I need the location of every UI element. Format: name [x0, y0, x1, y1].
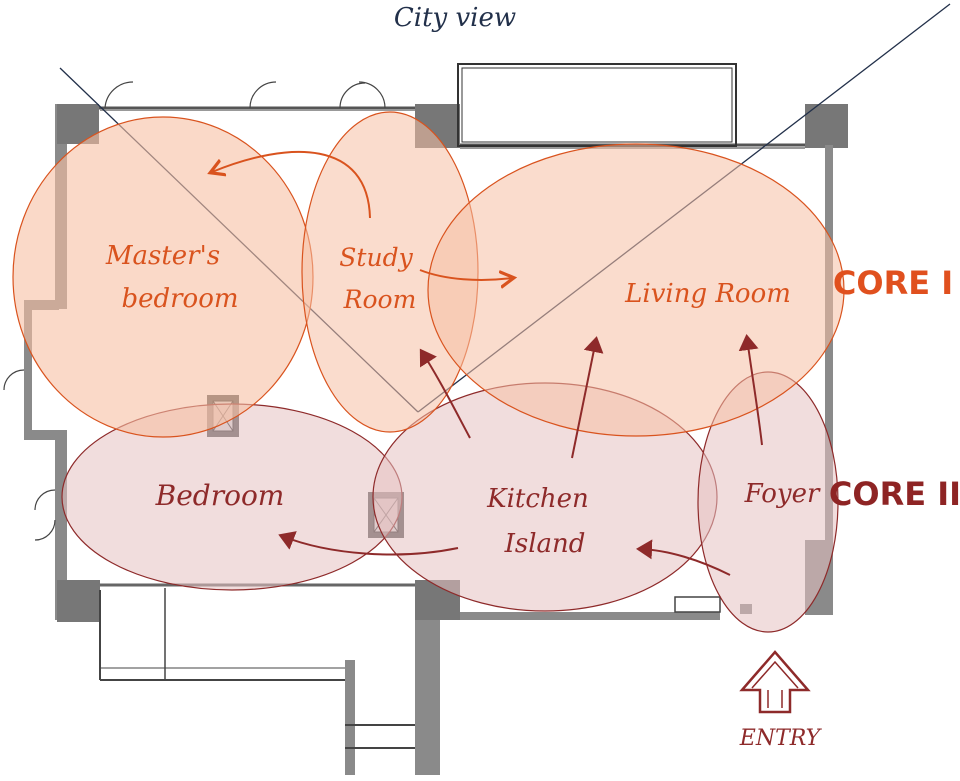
zone-bubbles: [12, 111, 845, 633]
study-room-label-line2: Room: [343, 285, 417, 314]
bedroom-label: Bedroom: [155, 479, 285, 512]
entry-arrow-icon: [739, 650, 811, 714]
arrow-kitchen-to-bedroom: [278, 531, 459, 556]
arrow-study-to-living: [419, 269, 512, 280]
zone-living-room: [427, 143, 845, 437]
study-room-label-line1: Study: [339, 243, 413, 272]
core2-label: CORE II: [829, 475, 960, 513]
living-room-label: Living Room: [624, 279, 791, 309]
core1-label: CORE I: [833, 264, 953, 302]
arrow-foyer-to-kitchen: [636, 539, 731, 576]
masters-bedroom-label-line1: Master's: [105, 241, 220, 271]
entry-label: ENTRY: [739, 726, 823, 751]
arrow-kitchen-to-living: [571, 336, 604, 459]
city-view-label: City view: [394, 3, 516, 33]
arrow-kitchen-to-study: [419, 348, 471, 439]
arrow-foyer-to-living: [738, 334, 763, 446]
kitchen-island-label-line2: Island: [504, 529, 586, 559]
arrow-study-to-masters: [212, 150, 371, 219]
kitchen-island-label-line1: Kitchen: [486, 484, 589, 514]
flow-arrows: [212, 150, 763, 576]
foyer-label: Foyer: [744, 479, 821, 509]
zone-masters-bedroom: [12, 116, 314, 438]
masters-bedroom-label-line2: bedroom: [121, 284, 238, 314]
